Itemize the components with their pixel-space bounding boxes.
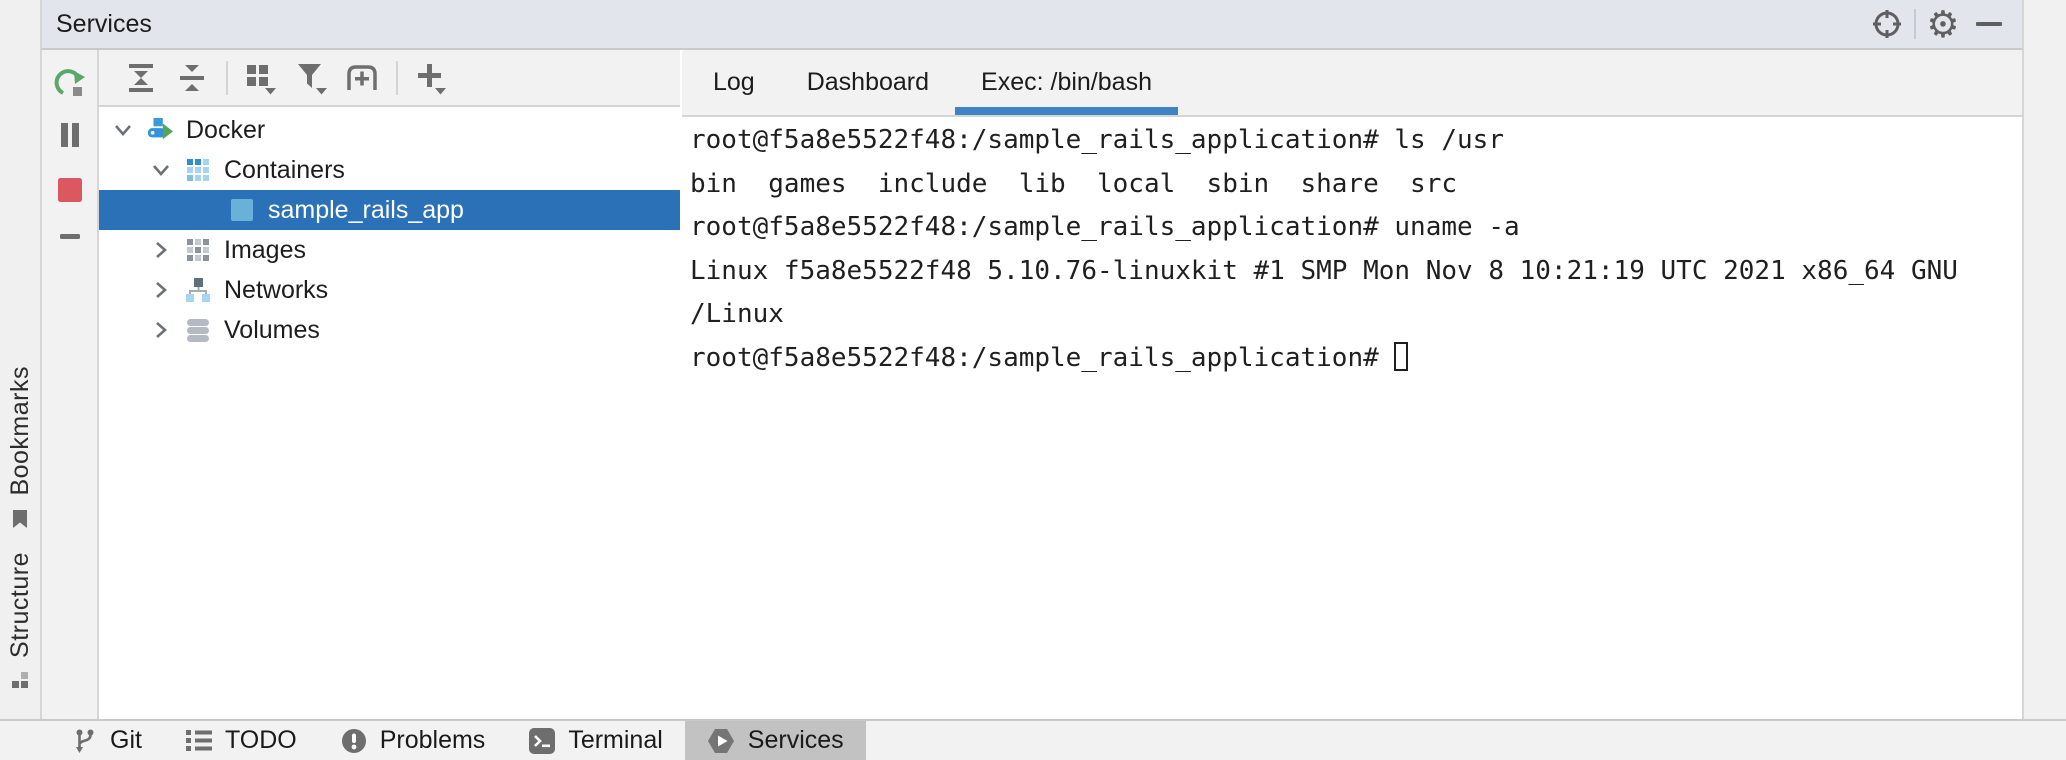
- tree-row-docker[interactable]: Docker: [99, 110, 680, 150]
- bottom-button-todo[interactable]: TODO: [164, 721, 319, 760]
- chevron-down-icon[interactable]: [111, 118, 135, 142]
- gear-icon: ⚙: [1926, 2, 1960, 46]
- tool-window-bar: Git TODO Problems: [0, 719, 2066, 760]
- header-actions: ⚙: [1864, 0, 2012, 48]
- minimize-icon: [1975, 21, 2003, 27]
- tree-row-sample-rails-app[interactable]: sample_rails_app: [99, 190, 680, 230]
- collapse-all-button[interactable]: [173, 58, 211, 98]
- bottom-button-git[interactable]: Git: [51, 721, 164, 760]
- left-tool-stripe: Bookmarks Structure: [0, 0, 42, 719]
- tree-row-images[interactable]: Images: [99, 230, 680, 270]
- terminal-cursor: [1394, 341, 1409, 371]
- containers-icon: [185, 157, 211, 183]
- expand-all-icon: [126, 63, 156, 93]
- details-tab-bar: Log Dashboard Exec: /bin/bash: [682, 50, 2022, 117]
- services-icon: [707, 727, 735, 755]
- toolbar-divider: [226, 60, 228, 95]
- target-icon: [1871, 8, 1903, 40]
- refresh-icon: [54, 68, 86, 100]
- filter-icon: [294, 61, 328, 95]
- tab-label: Dashboard: [806, 68, 930, 96]
- bottom-button-services[interactable]: Services: [684, 721, 866, 760]
- images-icon: [185, 237, 211, 263]
- bottom-button-label: Problems: [379, 726, 486, 754]
- tab-dashboard[interactable]: Dashboard: [781, 50, 955, 115]
- docker-icon: [147, 117, 173, 143]
- terminal-line: Linux f5a8e5522f48 5.10.76-linuxkit #1 S…: [690, 255, 1958, 286]
- bottom-button-label: Terminal: [568, 726, 663, 754]
- networks-icon: [185, 277, 211, 303]
- header-divider: [1914, 9, 1916, 39]
- tree-label: Containers: [224, 155, 345, 184]
- tree-row-containers[interactable]: Containers: [99, 150, 680, 190]
- bottom-button-terminal[interactable]: Terminal: [507, 721, 684, 760]
- container-running-icon: [229, 197, 255, 223]
- todo-list-icon: [185, 728, 212, 753]
- tab-label: Log: [713, 68, 755, 96]
- bookmarks-label: Bookmarks: [5, 366, 34, 496]
- hide-tool-window-button[interactable]: [1966, 0, 2012, 48]
- tab-log[interactable]: Log: [687, 50, 781, 115]
- pause-icon: [59, 123, 81, 147]
- collapse-all-icon: [177, 63, 207, 93]
- structure-label: Structure: [5, 552, 34, 658]
- settings-button[interactable]: ⚙: [1920, 0, 1966, 48]
- tree-label: Networks: [224, 275, 329, 304]
- tab-label: Exec: /bin/bash: [981, 68, 1152, 96]
- add-service-pattern-button[interactable]: [343, 58, 381, 98]
- bracket-plus-icon: [344, 62, 380, 94]
- tree-label: Docker: [186, 115, 266, 144]
- terminal-line: root@f5a8e5522f48:/sample_rails_applicat…: [690, 212, 1520, 242]
- services-tree: Docker Containers sample_rails_app: [99, 107, 680, 719]
- plus-icon: [413, 61, 447, 95]
- toolbar-divider: [396, 60, 398, 95]
- tree-label: sample_rails_app: [268, 195, 464, 224]
- tab-exec-bin-bash[interactable]: Exec: /bin/bash: [955, 50, 1178, 115]
- minus-icon: [59, 234, 80, 240]
- chevron-down-icon[interactable]: [149, 158, 173, 182]
- stop-icon: [57, 178, 82, 202]
- structure-icon: [10, 670, 30, 690]
- grid-view-icon: [243, 61, 277, 95]
- refresh-button[interactable]: [54, 68, 86, 100]
- add-service-button[interactable]: [411, 58, 449, 98]
- services-toolbar: [99, 50, 680, 107]
- volumes-icon: [185, 317, 211, 343]
- tree-label: Volumes: [224, 315, 320, 344]
- tree-row-networks[interactable]: Networks: [99, 270, 680, 310]
- tree-row-volumes[interactable]: Volumes: [99, 310, 680, 350]
- remove-button[interactable]: [59, 234, 80, 240]
- service-actions-column: [42, 50, 99, 719]
- tool-window-header: Services ⚙: [42, 0, 2022, 50]
- problems-icon: [341, 728, 367, 754]
- service-details-panel: Log Dashboard Exec: /bin/bash root@f5a8e…: [682, 50, 2022, 719]
- tool-window-title: Services: [56, 9, 152, 38]
- terminal-icon: [529, 727, 556, 754]
- terminal-line: root@f5a8e5522f48:/sample_rails_applicat…: [690, 125, 1504, 155]
- view-options-button[interactable]: [241, 58, 279, 98]
- bottom-button-label: Git: [110, 726, 142, 754]
- filter-button[interactable]: [292, 58, 330, 98]
- terminal-prompt-line: root@f5a8e5522f48:/sample_rails_applicat…: [690, 337, 2022, 381]
- tree-label: Images: [224, 235, 306, 264]
- exec-terminal[interactable]: root@f5a8e5522f48:/sample_rails_applicat…: [682, 117, 2022, 719]
- git-branch-icon: [73, 728, 97, 754]
- right-tool-stripe: [2022, 0, 2066, 719]
- stripe-button-bookmarks[interactable]: Bookmarks: [0, 366, 40, 530]
- chevron-right-icon[interactable]: [149, 278, 173, 302]
- expand-all-button[interactable]: [122, 58, 160, 98]
- terminal-line: /Linux: [690, 299, 784, 329]
- stripe-button-structure[interactable]: Structure: [0, 552, 40, 690]
- terminal-line: bin games include lib local sbin share s…: [690, 168, 1458, 199]
- bookmark-icon: [9, 508, 31, 530]
- pause-button[interactable]: [59, 123, 81, 147]
- stop-button[interactable]: [57, 178, 82, 202]
- chevron-right-icon[interactable]: [149, 238, 173, 262]
- bottom-button-label: TODO: [224, 726, 297, 754]
- scroll-to-source-button[interactable]: [1864, 0, 1910, 48]
- chevron-right-icon[interactable]: [149, 318, 173, 342]
- bottom-button-problems[interactable]: Problems: [319, 721, 508, 760]
- bottom-button-label: Services: [747, 726, 844, 754]
